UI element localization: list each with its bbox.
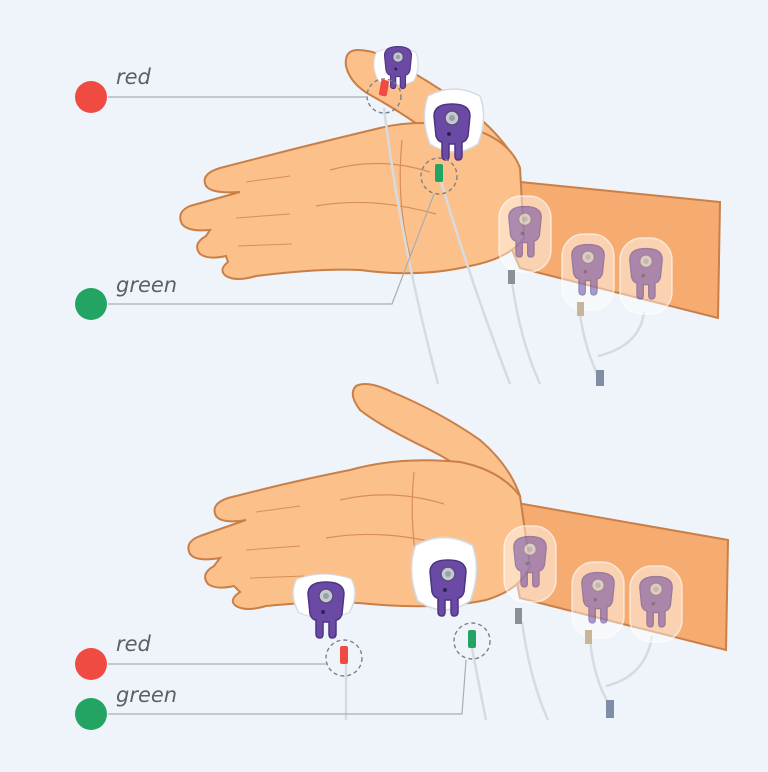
legend-dot-green: [75, 288, 107, 320]
legend-dot-green: [75, 698, 107, 730]
electrode-green-top: [420, 88, 485, 195]
cables-top: [382, 107, 646, 385]
legend-label-green: green: [116, 683, 177, 707]
electrode-red-bottom: [292, 573, 363, 677]
electrode-red-top: [366, 45, 419, 114]
legend-label-green: green: [116, 273, 177, 297]
legend-label-red: red: [116, 632, 152, 656]
ghost-electrodes-top: [498, 195, 673, 386]
leader-line-green: [108, 659, 467, 715]
legend-dot-red: [75, 81, 107, 113]
leader-line-green: [108, 193, 435, 305]
legend-bottom: red green: [75, 632, 467, 730]
cables-bottom: [344, 621, 654, 721]
legend-top: red green: [75, 65, 435, 320]
ghost-electrodes-bottom: [503, 525, 683, 718]
legend-dot-red: [75, 648, 107, 680]
electrode-green-bottom: [410, 536, 491, 660]
legend-label-red: red: [116, 65, 152, 89]
